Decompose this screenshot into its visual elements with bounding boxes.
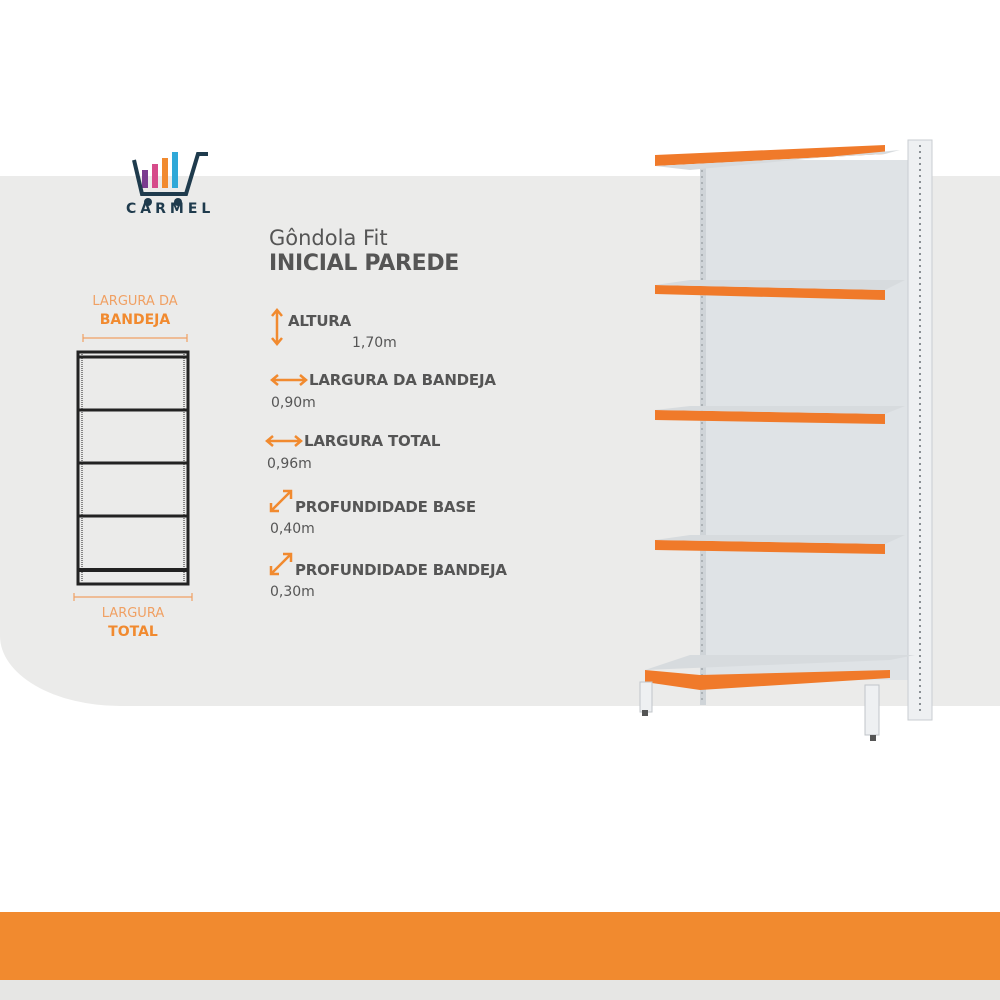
diagram-label-top-bold: BANDEJA (99, 312, 171, 328)
vertical-arrow-icon (271, 308, 283, 346)
footer-gray-strip (0, 980, 1000, 1000)
spec-label-profundidade-bandeja: PROFUNDIDADE BANDEJA (295, 561, 507, 579)
shelf-diagram (73, 334, 193, 601)
gondola-product-image (639, 139, 933, 741)
spec-value-altura: 1,70m (352, 335, 397, 351)
diagram-label-top: LARGURA DA (92, 294, 178, 309)
horizontal-arrow-icon (265, 435, 303, 447)
product-subtitle: INICIAL PAREDE (269, 251, 460, 276)
product-title: Gôndola Fit (269, 226, 388, 250)
spec-label-largura-bandeja: LARGURA DA BANDEJA (309, 371, 496, 389)
diagonal-arrow-icon (269, 552, 293, 576)
horizontal-arrow-icon (270, 374, 308, 386)
diagram-label-bottom-bold: TOTAL (108, 624, 158, 640)
cart-logo-icon (132, 152, 208, 206)
spec-label-profundidade-base: PROFUNDIDADE BASE (295, 498, 476, 516)
spec-value-largura-total: 0,96m (267, 456, 312, 472)
diagonal-arrow-icon (269, 489, 293, 513)
spec-value-largura-bandeja: 0,90m (271, 395, 316, 411)
spec-value-profundidade-base: 0,40m (270, 521, 315, 537)
footer-orange-band (0, 912, 1000, 980)
brand-name: CARMEL (126, 201, 215, 217)
spec-label-largura-total: LARGURA TOTAL (304, 432, 441, 450)
spec-label-altura: ALTURA (288, 312, 352, 330)
spec-value-profundidade-bandeja: 0,30m (270, 584, 315, 600)
diagram-label-bottom: LARGURA (101, 606, 165, 621)
